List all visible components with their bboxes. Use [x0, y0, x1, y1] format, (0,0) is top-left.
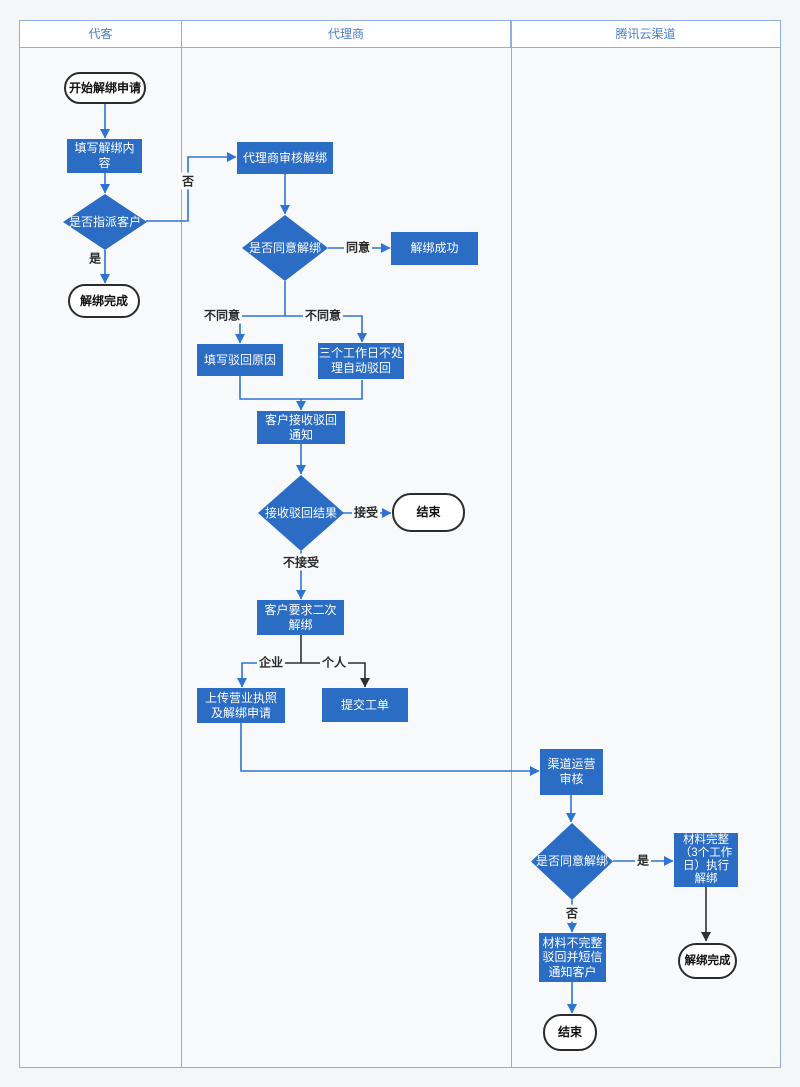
node-agent-review-unbind: 代理商审核解绑: [237, 142, 333, 174]
edge-label-personal: 个人: [319, 653, 349, 671]
node-fill-unbind-content: 填写解绑内 容: [67, 139, 142, 173]
edge-label-no-assign: 否: [179, 172, 197, 190]
node-upload-license-application: 上传营业执照 及解绑申请: [197, 688, 285, 723]
node-material-complete-execute: 材料完整 （3个工作 日）执行 解绑: [674, 833, 738, 887]
edge-label-yes-assign: 是: [86, 249, 104, 267]
node-start-unbind-request: 开始解绑申请: [64, 72, 146, 104]
edge-label-no-channel: 否: [563, 904, 581, 922]
node-channel-operation-review: 渠道运营 审核: [540, 749, 603, 795]
node-customer-second-unbind: 客户要求二次 解绑: [257, 600, 344, 635]
edge-label-disagree-right: 不同意: [302, 306, 344, 324]
edge-label-not-accept: 不接受: [280, 553, 322, 571]
node-material-incomplete-reject-sms: 材料不完整 驳回并短信 通知客户: [539, 933, 606, 982]
lane-title-agent: 代理商: [181, 21, 511, 47]
edge-label-disagree-left: 不同意: [201, 306, 243, 324]
edge-label-accept: 接受: [351, 503, 381, 521]
swimlane-frame: 代客 代理商 腾讯云渠道: [19, 20, 781, 1068]
node-end-lane2: 结束: [392, 493, 465, 532]
lane-title-tencent-channel: 腾讯云渠道: [615, 27, 676, 41]
lane-title-customer: 代客: [88, 27, 113, 41]
edge-label-enterprise: 企业: [256, 653, 286, 671]
edge-label-agree: 同意: [343, 238, 373, 256]
node-unbind-finished-lane3: 解绑完成: [678, 943, 737, 979]
node-customer-receive-reject-notice: 客户接收驳回 通知: [257, 411, 345, 444]
lane-divider-1: [181, 21, 182, 1067]
node-submit-ticket: 提交工单: [322, 688, 408, 722]
lane-header-row: 代客 代理商 腾讯云渠道: [20, 21, 780, 48]
node-unbind-success: 解绑成功: [391, 232, 478, 265]
node-end-lane3: 结束: [543, 1014, 597, 1051]
lane-divider-2: [511, 21, 512, 1067]
node-fill-reject-reason: 填写驳回原因: [197, 344, 283, 376]
node-unbind-finished-lane1: 解绑完成: [68, 284, 140, 318]
edge-label-yes-channel: 是: [634, 851, 652, 869]
node-auto-reject-3days: 三个工作日不处 理自动驳回: [318, 343, 404, 379]
